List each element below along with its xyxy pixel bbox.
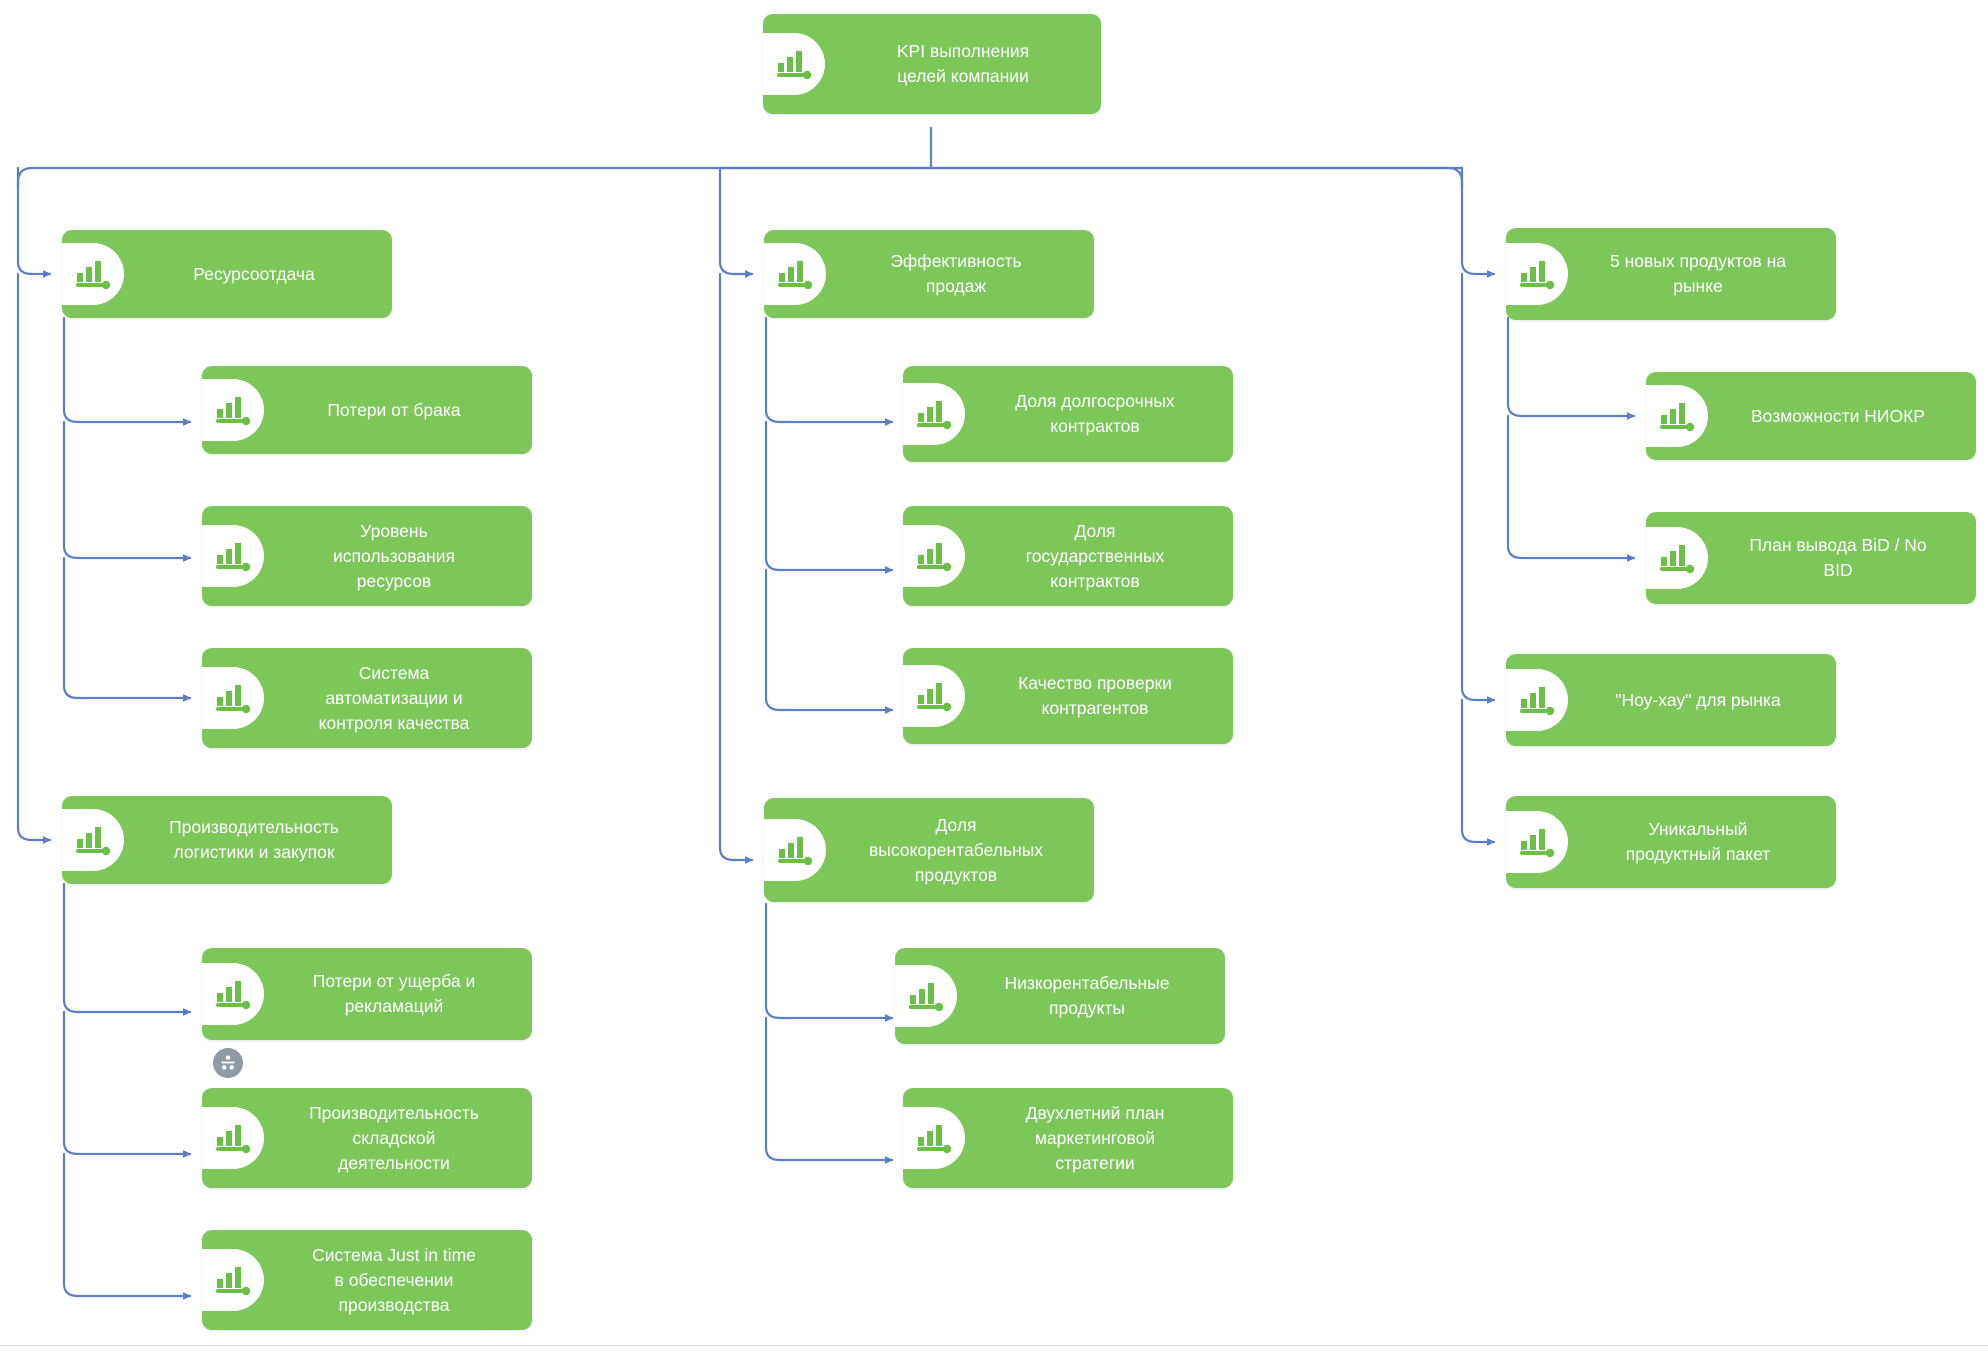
node-label: Уровень использования ресурсов: [333, 520, 455, 591]
node-label: 5 новых продуктов на рынке: [1610, 251, 1786, 296]
node-dolya-gosudarstvennyh-kontraktov[interactable]: Доля государственных контрактов: [903, 506, 1233, 606]
bar-chart-icon: [764, 243, 826, 305]
node-effektivnost-prodazh[interactable]: Эффективность продаж: [764, 230, 1094, 318]
node-root-kpi[interactable]: KPI выполнения целей компании: [763, 14, 1101, 114]
bar-chart-icon: [895, 965, 957, 1027]
node-proizvoditelnost-skladskoy[interactable]: Производительность складской деятельност…: [202, 1088, 532, 1188]
node-label: Доля долгосрочных контрактов: [1015, 391, 1175, 436]
bar-chart-icon: [1506, 243, 1568, 305]
node-dolya-vysokorentabelnyh-produktov[interactable]: Доля высокорентабельных продуктов: [764, 798, 1094, 902]
bar-chart-icon: [763, 33, 825, 95]
bar-chart-icon: [202, 379, 264, 441]
node-vozmozhnosti-niokr[interactable]: Возможности НИОКР: [1646, 372, 1976, 460]
node-label: Ресурсоотдача: [193, 263, 315, 284]
node-label: "Ноу-хау" для рынка: [1615, 689, 1781, 710]
org-chart-handle-icon[interactable]: [213, 1048, 243, 1078]
node-nou-hau-dlya-rynka[interactable]: "Ноу-хау" для рынка: [1506, 654, 1836, 746]
bar-chart-icon: [1646, 527, 1708, 589]
bar-chart-icon: [903, 1107, 965, 1169]
node-uroven-ispolzovaniya-resursov[interactable]: Уровень использования ресурсов: [202, 506, 532, 606]
bar-chart-icon: [202, 963, 264, 1025]
node-label: Производительность логистики и закупок: [169, 817, 339, 862]
node-poteri-ot-ushcherba[interactable]: Потери от ущерба и рекламаций: [202, 948, 532, 1040]
bar-chart-icon: [903, 665, 965, 727]
node-just-in-time[interactable]: Система Just in time в обеспечении произ…: [202, 1230, 532, 1330]
bar-chart-icon: [903, 525, 965, 587]
node-label: Доля государственных контрактов: [1025, 520, 1165, 591]
node-label: Эффективность продаж: [890, 251, 1022, 296]
node-label: Система Just in time в обеспечении произ…: [312, 1244, 476, 1315]
node-label: Низкорентабельные продукты: [1004, 973, 1170, 1018]
node-label: Система автоматизации и контроля качеств…: [318, 662, 470, 733]
node-sistema-avtomatizacii[interactable]: Система автоматизации и контроля качеств…: [202, 648, 532, 748]
node-resursootdacha[interactable]: Ресурсоотдача: [62, 230, 392, 318]
node-label: Качество проверки контрагентов: [1018, 673, 1172, 718]
bar-chart-icon: [1506, 669, 1568, 731]
bar-chart-icon: [764, 819, 826, 881]
bar-chart-icon: [62, 809, 124, 871]
bar-chart-icon: [1506, 811, 1568, 873]
bar-chart-icon: [202, 1249, 264, 1311]
node-dolya-dolgosrochnyh-kontraktov[interactable]: Доля долгосрочных контрактов: [903, 366, 1233, 462]
node-dvuhletniy-plan-marketingovoy-strategii[interactable]: Двухлетний план маркетинговой стратегии: [903, 1088, 1233, 1188]
node-label: План вывода BiD / No BID: [1749, 535, 1927, 580]
bar-chart-icon: [1646, 385, 1708, 447]
bar-chart-icon: [202, 525, 264, 587]
node-poteri-ot-braka[interactable]: Потери от брака: [202, 366, 532, 454]
node-label: Потери от брака: [327, 399, 461, 420]
node-plan-vyvoda-bid-no-bid[interactable]: План вывода BiD / No BID: [1646, 512, 1976, 604]
node-nizkorentabelnye-produkty[interactable]: Низкорентабельные продукты: [895, 948, 1225, 1044]
bar-chart-icon: [62, 243, 124, 305]
node-label: KPI выполнения целей компании: [896, 41, 1030, 86]
node-proizvoditelnost-logistiki[interactable]: Производительность логистики и закупок: [62, 796, 392, 884]
footer-divider: [0, 1345, 1988, 1346]
node-5-novyh-produktov-na-rynke[interactable]: 5 новых продуктов на рынке: [1506, 228, 1836, 320]
node-label: Двухлетний план маркетинговой стратегии: [1025, 1102, 1165, 1173]
node-label: Уникальный продуктный пакет: [1625, 819, 1771, 864]
node-label: Потери от ущерба и рекламаций: [312, 971, 476, 1016]
node-kachestvo-proverki-kontragentov[interactable]: Качество проверки контрагентов: [903, 648, 1233, 744]
bar-chart-icon: [202, 667, 264, 729]
node-label: Доля высокорентабельных продуктов: [868, 814, 1044, 885]
bar-chart-icon: [903, 383, 965, 445]
node-label: Возможности НИОКР: [1750, 405, 1925, 426]
node-unikalnyy-produktnyy-paket[interactable]: Уникальный продуктный пакет: [1506, 796, 1836, 888]
bar-chart-icon: [202, 1107, 264, 1169]
node-label: Производительность складской деятельност…: [309, 1102, 479, 1173]
